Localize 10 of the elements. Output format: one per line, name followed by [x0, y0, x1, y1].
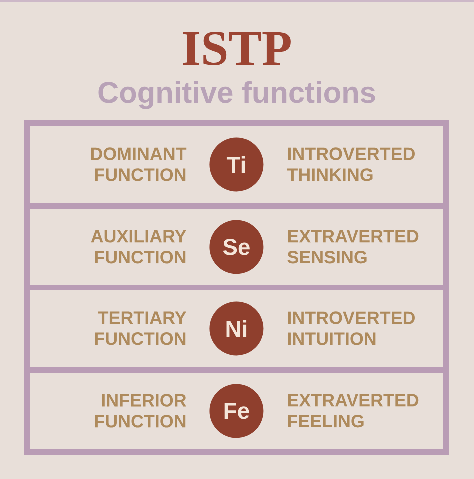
rank-label: DOMINANT FUNCTION — [91, 148, 187, 182]
subtitle: Cognitive functions — [98, 81, 376, 110]
function-label: INTROVERTED THINKING — [287, 148, 415, 182]
function-label: EXTRAVERTED SENSING — [288, 230, 419, 264]
title: ISTP — [183, 32, 291, 66]
rank-label: INFERIOR FUNCTION — [95, 394, 186, 428]
function-label: INTROVERTED INTUITION — [288, 312, 415, 346]
rank-label: AUXILIARY FUNCTION — [91, 230, 186, 264]
rank-label: TERTIARY FUNCTION — [95, 312, 186, 346]
function-label: EXTRAVERTED FEELING — [288, 394, 419, 428]
